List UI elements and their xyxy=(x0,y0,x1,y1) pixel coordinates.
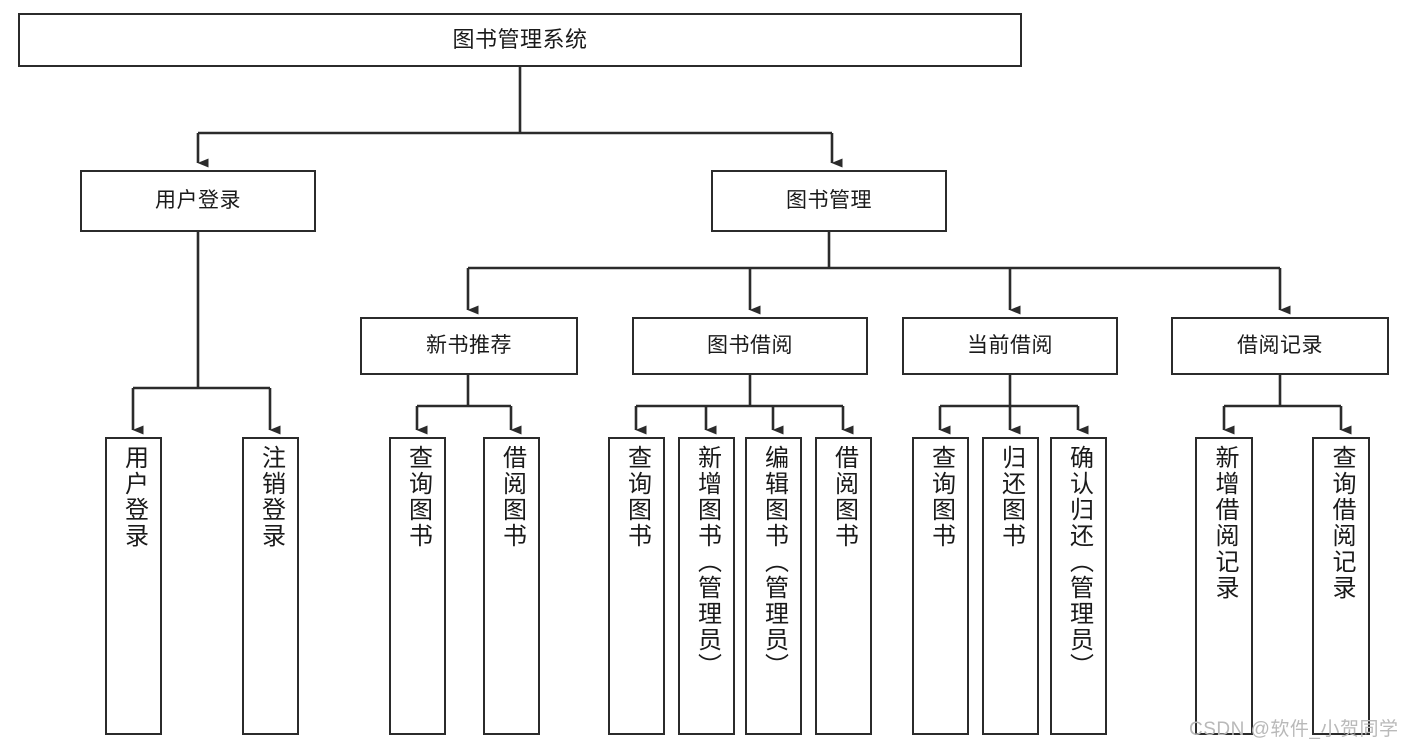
node-label: 新增借阅记录 xyxy=(1211,445,1238,601)
node-label: 借阅图书 xyxy=(498,445,526,549)
leaf-borrow-record-add[interactable]: 新增借阅记录 xyxy=(1195,437,1253,735)
leaf-book-borrow-query[interactable]: 查询图书 xyxy=(608,437,665,735)
node-book-management[interactable]: 图书管理 xyxy=(711,170,947,232)
node-label: 当前借阅 xyxy=(967,333,1053,357)
node-label: 借阅记录 xyxy=(1237,333,1323,357)
node-label: 用户登录 xyxy=(120,445,148,549)
leaf-new-book-borrow[interactable]: 借阅图书 xyxy=(483,437,540,735)
node-label: 确认归还（管理员） xyxy=(1065,445,1093,679)
node-label: 图书管理 xyxy=(786,188,872,212)
leaf-new-book-query[interactable]: 查询图书 xyxy=(389,437,446,735)
node-label: 新书推荐 xyxy=(426,333,512,357)
leaf-current-borrow-confirm[interactable]: 确认归还（管理员） xyxy=(1050,437,1107,735)
leaf-borrow-record-query[interactable]: 查询借阅记录 xyxy=(1312,437,1370,735)
leaf-user-login-logout[interactable]: 注销登录 xyxy=(242,437,299,735)
leaf-current-borrow-query[interactable]: 查询图书 xyxy=(912,437,969,735)
node-user-login[interactable]: 用户登录 xyxy=(80,170,316,232)
node-label: 图书管理系统 xyxy=(452,27,588,53)
node-label: 用户登录 xyxy=(155,188,241,212)
node-borrow-record[interactable]: 借阅记录 xyxy=(1171,317,1389,375)
node-root-system[interactable]: 图书管理系统 xyxy=(18,13,1022,67)
node-label: 编辑图书（管理员） xyxy=(760,445,788,679)
node-new-book-recommend[interactable]: 新书推荐 xyxy=(360,317,578,375)
node-book-borrow[interactable]: 图书借阅 xyxy=(632,317,868,375)
node-label: 新增图书（管理员） xyxy=(693,445,721,679)
leaf-book-borrow-borrow[interactable]: 借阅图书 xyxy=(815,437,872,735)
leaf-current-borrow-return[interactable]: 归还图书 xyxy=(982,437,1039,735)
node-label: 借阅图书 xyxy=(830,445,858,549)
leaf-user-login-login[interactable]: 用户登录 xyxy=(105,437,162,735)
node-label: 查询图书 xyxy=(927,445,955,549)
node-label: 注销登录 xyxy=(257,445,285,549)
node-label: 图书借阅 xyxy=(707,333,793,357)
node-label: 归还图书 xyxy=(997,445,1025,549)
leaf-book-borrow-add[interactable]: 新增图书（管理员） xyxy=(678,437,735,735)
csdn-watermark: CSDN @软件_小贺同学 xyxy=(1189,719,1399,740)
node-current-borrow[interactable]: 当前借阅 xyxy=(902,317,1118,375)
node-label: 查询图书 xyxy=(623,445,651,549)
node-label: 查询借阅记录 xyxy=(1328,445,1355,601)
leaf-book-borrow-edit[interactable]: 编辑图书（管理员） xyxy=(745,437,802,735)
node-label: 查询图书 xyxy=(404,445,432,549)
